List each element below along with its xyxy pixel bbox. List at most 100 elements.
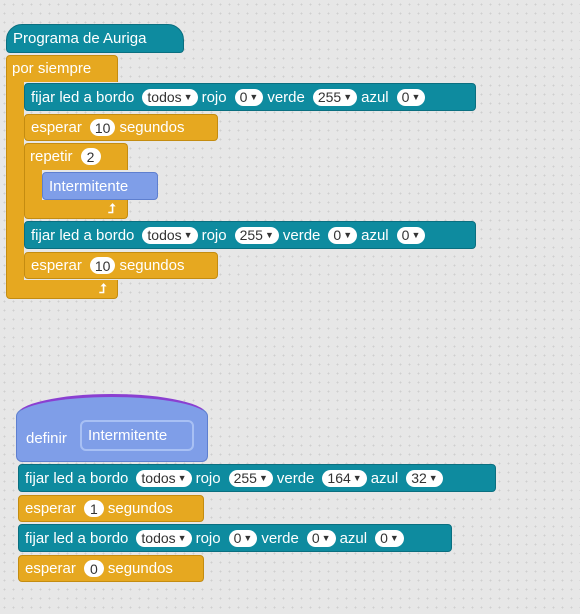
wait-label: esperar [25, 500, 76, 517]
green-value: 164 [327, 470, 351, 486]
wait-seconds-value: 10 [94, 119, 111, 136]
define-label-wrap: definir [20, 426, 71, 450]
red-dropdown[interactable]: 255▼ [228, 469, 273, 487]
green-value: 0 [311, 530, 320, 546]
wait-label: esperar [31, 119, 82, 136]
green-label: verde [276, 469, 315, 487]
green-dropdown[interactable]: 0▼ [328, 226, 358, 244]
blue-label: azul [339, 529, 368, 547]
custom-block-call[interactable]: Intermitente [42, 172, 158, 200]
forever-foot [6, 280, 118, 299]
set-led-block[interactable]: fijar led a bordo todos▼ rojo 255▼ verde… [24, 221, 476, 249]
wait-block[interactable]: esperar 1 segundos [18, 495, 204, 522]
led-position-dropdown[interactable]: todos▼ [142, 88, 198, 106]
set-led-label: fijar led a bordo [25, 529, 129, 547]
led-position-dropdown[interactable]: todos▼ [136, 469, 192, 487]
green-value: 0 [333, 227, 342, 243]
led-position-value: todos [141, 530, 176, 546]
repeat-count-input[interactable]: 2 [80, 148, 101, 165]
red-value: 255 [233, 470, 257, 486]
custom-block-label: Intermitente [49, 177, 129, 195]
loop-arrow-icon: ⮥ [99, 281, 107, 296]
wait-seconds-input[interactable]: 10 [89, 119, 116, 136]
repeat-count-value: 2 [86, 148, 95, 165]
red-dropdown[interactable]: 0▼ [228, 529, 258, 547]
dropdown-arrow-icon: ▼ [243, 533, 253, 543]
blue-label: azul [361, 88, 389, 106]
seconds-label: segundos [119, 119, 185, 136]
forever-block[interactable] [6, 55, 118, 82]
wait-seconds-value: 1 [89, 500, 98, 517]
green-dropdown[interactable]: 0▼ [306, 529, 336, 547]
red-label: rojo [195, 469, 221, 487]
wait-label: esperar [25, 560, 76, 577]
wait-seconds-input[interactable]: 10 [89, 257, 116, 274]
seconds-label: segundos [107, 560, 173, 577]
wait-seconds-value: 0 [89, 560, 98, 577]
wait-block[interactable]: esperar 0 segundos [18, 555, 204, 582]
seconds-label: segundos [107, 500, 173, 517]
blue-label: azul [370, 469, 399, 487]
forever-label: por siempre [12, 60, 92, 77]
dropdown-arrow-icon: ▼ [177, 473, 187, 483]
blue-dropdown[interactable]: 0▼ [396, 88, 426, 106]
wait-seconds-input[interactable]: 0 [83, 560, 104, 577]
dropdown-arrow-icon: ▼ [411, 92, 421, 102]
set-led-label: fijar led a bordo [31, 226, 135, 244]
led-position-value: todos [147, 89, 182, 105]
define-name-label: Intermitente [88, 427, 168, 444]
wait-label: esperar [31, 257, 82, 274]
set-led-block[interactable]: fijar led a bordo todos▼ rojo 0▼ verde 0… [18, 524, 452, 552]
blue-label: azul [361, 226, 389, 244]
green-label: verde [261, 529, 299, 547]
led-position-dropdown[interactable]: todos▼ [136, 529, 192, 547]
program-hat-label: Programa de Auriga [13, 30, 147, 47]
dropdown-arrow-icon: ▼ [177, 533, 187, 543]
dropdown-arrow-icon: ▼ [411, 230, 421, 240]
dropdown-arrow-icon: ▼ [183, 92, 193, 102]
dropdown-arrow-icon: ▼ [389, 533, 399, 543]
red-label: rojo [201, 88, 227, 106]
red-dropdown[interactable]: 255▼ [234, 226, 279, 244]
blue-value: 32 [411, 470, 427, 486]
set-led-block[interactable]: fijar led a bordo todos▼ rojo 0▼ verde 2… [24, 83, 476, 111]
dropdown-arrow-icon: ▼ [321, 533, 331, 543]
program-hat-block[interactable]: Programa de Auriga [6, 24, 184, 53]
define-prototype[interactable]: Intermitente [80, 420, 194, 451]
dropdown-arrow-icon: ▼ [352, 473, 362, 483]
repeat-block[interactable] [24, 143, 128, 170]
red-value: 0 [239, 89, 248, 105]
wait-block[interactable]: esperar 10 segundos [24, 252, 218, 279]
green-dropdown[interactable]: 164▼ [322, 469, 367, 487]
forever-label-wrap: por siempre [6, 55, 95, 82]
green-value: 255 [317, 89, 342, 105]
repeat-label-wrap: repetir 2 [24, 143, 105, 170]
blue-value: 0 [401, 227, 410, 243]
wait-seconds-input[interactable]: 1 [83, 500, 104, 517]
set-led-block[interactable]: fijar led a bordo todos▼ rojo 255▼ verde… [18, 464, 496, 492]
seconds-label: segundos [119, 257, 185, 274]
green-dropdown[interactable]: 255▼ [312, 88, 358, 106]
dropdown-arrow-icon: ▼ [249, 92, 259, 102]
loop-arrow-icon: ⮥ [108, 201, 116, 216]
red-label: rojo [195, 529, 221, 547]
red-value: 255 [239, 227, 263, 243]
led-position-value: todos [141, 470, 176, 486]
blue-dropdown[interactable]: 32▼ [406, 469, 443, 487]
blue-dropdown[interactable]: 0▼ [396, 226, 426, 244]
dropdown-arrow-icon: ▼ [343, 92, 353, 102]
blue-dropdown[interactable]: 0▼ [375, 529, 404, 547]
red-dropdown[interactable]: 0▼ [234, 88, 264, 106]
repeat-label: repetir [30, 148, 73, 165]
set-led-label: fijar led a bordo [31, 88, 135, 106]
dropdown-arrow-icon: ▼ [258, 473, 268, 483]
wait-block[interactable]: esperar 10 segundos [24, 114, 218, 141]
dropdown-arrow-icon: ▼ [264, 230, 274, 240]
blue-value: 0 [380, 530, 388, 546]
dropdown-arrow-icon: ▼ [428, 473, 438, 483]
red-label: rojo [201, 226, 227, 244]
led-position-dropdown[interactable]: todos▼ [142, 226, 198, 244]
wait-seconds-value: 10 [94, 257, 111, 274]
blue-value: 0 [401, 89, 410, 105]
